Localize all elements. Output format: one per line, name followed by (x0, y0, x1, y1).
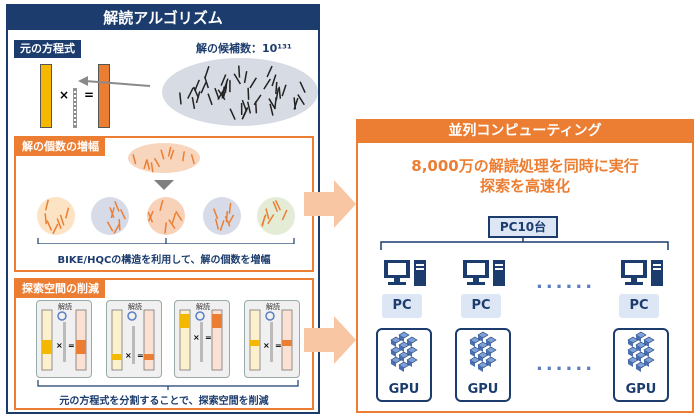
amplification-label: 解の個数の増幅 (16, 138, 105, 156)
pc-label-2: PC (461, 294, 501, 318)
amplification-diagram (37, 143, 295, 244)
mini-decode-label-3: 解読 (196, 303, 210, 311)
unknown-vector (73, 88, 77, 128)
svg-text:=: = (205, 333, 212, 342)
arrow-left-icon (78, 76, 88, 86)
connector-arrows (304, 180, 356, 364)
solution-candidates-count: 解の候補数：10¹³¹ (196, 42, 292, 55)
split-equations-drawing: × = × = × = × = (41, 309, 293, 371)
headline-line1: 8,000万の解読処理を同時に実行 (411, 157, 639, 175)
svg-text:=: = (275, 341, 282, 350)
times-symbol: × (59, 88, 70, 102)
solution-candidates-cloud (78, 58, 318, 126)
pc-column-1 (380, 258, 432, 288)
gpu-ellipsis: ...... (536, 354, 596, 375)
pc-label-10: PC (619, 294, 659, 318)
parallel-computing-title: 並列コンピューティング (356, 119, 694, 143)
gpu-label-1: GPU (388, 382, 420, 397)
computer-icon (621, 260, 663, 286)
svg-text:×: × (263, 341, 270, 350)
computer-icon (463, 260, 505, 286)
equals-symbol: = (84, 88, 95, 102)
amplification-caption: BIKE/HQCの構造を利用して、解の個数を増幅 (57, 255, 271, 266)
svg-text:×: × (193, 333, 200, 342)
mini-decode-label-2: 解読 (128, 303, 142, 311)
arrow-down-icon (154, 180, 174, 190)
decoding-algorithm-title: 解読アルゴリズム (8, 6, 318, 30)
search-space-caption: 元の方程式を分割することで、探索空間を削減 (59, 396, 269, 407)
svg-text:=: = (137, 351, 144, 360)
svg-text:×: × (125, 351, 132, 360)
mini-decode-label-4: 解読 (266, 303, 280, 311)
svg-text:=: = (68, 341, 75, 350)
headline-line2: 探索を高速化 (479, 177, 570, 195)
result-vector-orange (98, 64, 110, 128)
svg-text:×: × (56, 341, 63, 350)
search-space-label: 探索空間の削減 (16, 280, 105, 298)
gpu-chip-icons (390, 331, 655, 372)
computer-icon (384, 260, 426, 286)
pc-group-label: PC10台 (488, 216, 558, 238)
arrow-right-icon (304, 180, 356, 228)
gpu-label-10: GPU (625, 382, 657, 397)
pc-group-bracket (380, 236, 669, 250)
split-bracket (37, 380, 299, 390)
pc-column-10 (617, 258, 669, 288)
pc-ellipsis: ...... (536, 272, 596, 293)
matrix-yellow (40, 64, 52, 128)
pc-label-1: PC (382, 294, 422, 318)
original-equation-label: 元の方程式 (14, 40, 81, 58)
pc-column-2 (459, 258, 511, 288)
arrow-right-icon (304, 316, 356, 364)
mini-decode-label-1: 解読 (58, 303, 72, 311)
gpu-label-2: GPU (467, 382, 499, 397)
